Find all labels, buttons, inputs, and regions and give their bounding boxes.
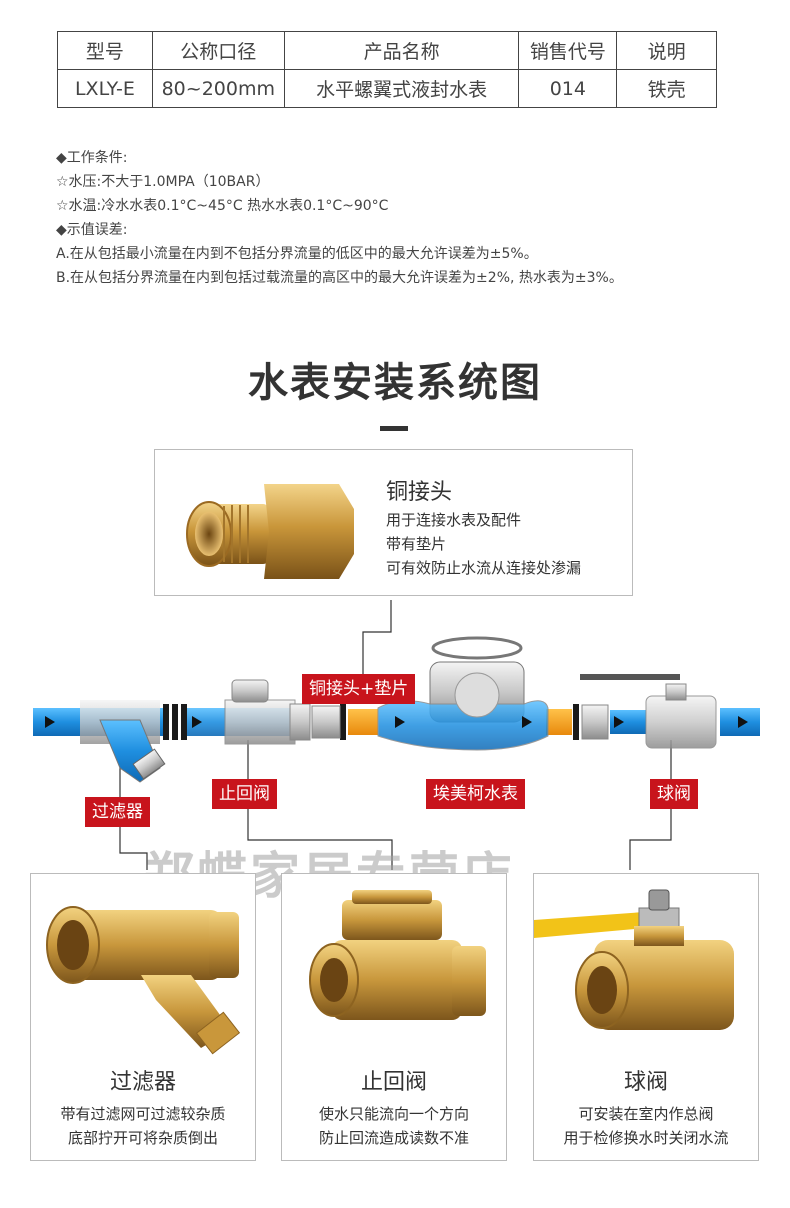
cell-product-name: 水平螺翼式液封水表 <box>283 69 520 108</box>
desc-line: 防止回流造成读数不准 <box>318 1129 469 1147</box>
desc-line: 用于连接水表及配件 <box>386 511 522 529</box>
installation-diagram <box>33 600 760 870</box>
working-conditions: ◆工作条件: ☆水压:不大于1.0MPA（10BAR） ☆水温:冷水水表0.1°… <box>56 146 756 290</box>
label-water-meter: 埃美柯水表 <box>426 779 525 809</box>
filter-image <box>46 906 241 1055</box>
header-model: 型号 <box>57 31 153 70</box>
label-check-valve: 止回阀 <box>212 779 277 809</box>
header-sales-code: 销售代号 <box>518 31 618 70</box>
spec-table: 型号 公称口径 产品名称 销售代号 说明 LXLY-E 80~200mm 水平螺… <box>57 31 717 108</box>
spec-data-row: LXLY-E 80~200mm 水平螺翼式液封水表 014 铁壳 <box>57 69 717 108</box>
filter-card-title: 过滤器 <box>109 1070 176 1095</box>
desc-line: 用于检修换水时关闭水流 <box>563 1129 729 1147</box>
label-ball-valve: 球阀 <box>650 779 698 809</box>
desc-line: 可安装在室内作总阀 <box>578 1105 714 1123</box>
ball-valve-card-desc: 可安装在室内作总阀 用于检修换水时关闭水流 <box>534 1102 758 1150</box>
desc-line: 使水只能流向一个方向 <box>318 1105 469 1123</box>
check-valve-card: 止回阀 使水只能流向一个方向 防止回流造成读数不准 <box>281 873 507 1161</box>
spec-header-row: 型号 公称口径 产品名称 销售代号 说明 <box>57 31 717 70</box>
desc-line: 底部拧开可将杂质倒出 <box>67 1129 218 1147</box>
desc-line: 可有效防止水流从连接处渗漏 <box>386 559 582 577</box>
label-joint-gasket: 铜接头+垫片 <box>302 674 416 704</box>
check-valve-card-title: 止回阀 <box>360 1070 427 1095</box>
label-filter: 过滤器 <box>85 797 150 827</box>
header-diameter: 公称口径 <box>151 31 285 70</box>
cell-model: LXLY-E <box>57 69 153 108</box>
condition-line: ☆水压:不大于1.0MPA（10BAR） <box>56 174 270 190</box>
ball-valve-card: 球阀 可安装在室内作总阀 用于检修换水时关闭水流 <box>533 873 759 1161</box>
desc-line: 带有垫片 <box>386 535 447 553</box>
cell-note: 铁壳 <box>616 69 717 108</box>
check-valve-diagram <box>224 699 296 745</box>
joint-left <box>348 709 378 735</box>
filter-card: 过滤器 带有过滤网可过滤较杂质 底部拧开可将杂质倒出 <box>30 873 256 1161</box>
title-divider <box>380 426 408 431</box>
brass-joint-desc: 用于连接水表及配件 带有垫片 可有效防止水流从连接处渗漏 <box>386 508 581 580</box>
joint-right <box>546 709 572 735</box>
desc-line: 带有过滤网可过滤较杂质 <box>60 1105 226 1123</box>
cell-diameter: 80~200mm <box>151 69 285 108</box>
ball-valve-image <box>534 889 734 1030</box>
condition-line: ☆水温:冷水水表0.1°C~45°C 热水水表0.1°C~90°C <box>56 198 389 214</box>
water-meter-diagram <box>377 636 549 751</box>
header-product-name: 产品名称 <box>283 31 520 70</box>
header-note: 说明 <box>616 31 717 70</box>
cell-sales-code: 014 <box>518 69 618 108</box>
brass-joint-card: 铜接头 用于连接水表及配件 带有垫片 可有效防止水流从连接处渗漏 <box>154 449 633 596</box>
brass-joint-image <box>186 484 354 579</box>
condition-line: ◆示值误差: <box>56 222 128 238</box>
ball-valve-card-title: 球阀 <box>623 1070 668 1095</box>
check-valve-image <box>309 890 486 1020</box>
check-valve-card-desc: 使水只能流向一个方向 防止回流造成读数不准 <box>282 1102 506 1150</box>
ball-valve-diagram <box>580 674 717 749</box>
filter-card-desc: 带有过滤网可过滤较杂质 底部拧开可将杂质倒出 <box>31 1102 255 1150</box>
condition-line: B.在从包括分界流量在内到包括过载流量的高区中的最大允许误差为±2%, 热水表为… <box>56 270 623 286</box>
page-title: 水表安装系统图 <box>248 360 542 406</box>
brass-joint-title: 铜接头 <box>386 480 453 505</box>
condition-line: ◆工作条件: <box>56 150 128 166</box>
condition-line: A.在从包括最小流量在内到不包括分界流量的低区中的最大允许误差为±5%。 <box>56 246 538 262</box>
